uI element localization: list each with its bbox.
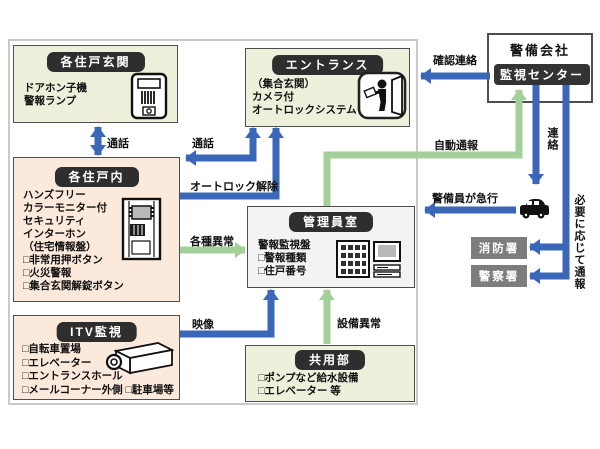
unit-entrance-box: 各住戸玄関 ドアホン子機 警報ランプ — [13, 45, 178, 123]
common-area-text: □ポンプなど給水設備 □エレベーター 等 — [258, 372, 359, 397]
common-area-title: 共用部 — [294, 350, 366, 370]
unit-interior-title: 各住戸内 — [54, 167, 139, 187]
label-guard-rush: 警備員が急行 — [432, 193, 498, 205]
common-area-box: 共用部 □ポンプなど給水設備 □エレベーター 等 — [245, 345, 415, 402]
label-contact: 連絡 — [546, 127, 558, 151]
unit-entrance-title: 各住戸玄関 — [46, 52, 145, 72]
entrance-title: エントランス — [271, 55, 384, 75]
itv-text: □自転車置場 □エレベーター □エントランスホール □メールコーナー外側 □駐車… — [22, 343, 174, 396]
label-auto-report: 自動通報 — [434, 140, 478, 152]
security-car-icon — [520, 199, 549, 219]
label-report-as-needed: 必要に応じて通報 — [573, 194, 585, 290]
doorphone-icon — [130, 72, 168, 120]
person-at-door-icon — [357, 71, 407, 120]
manager-room-title: 管理員室 — [288, 212, 374, 232]
unit-interior-text: ハンズフリー カラーモニター付 セキュリティ インターホン （住宅情報盤） □非… — [23, 189, 124, 292]
label-talk-2: 通話 — [192, 138, 214, 150]
arrow-report-police — [529, 85, 570, 284]
label-autolock-release: オートロック解除 — [190, 181, 278, 193]
label-video: 映像 — [192, 319, 214, 331]
security-company-box: 警備会社 監視センター — [487, 33, 593, 103]
intercom-panel-icon — [121, 197, 162, 261]
label-various-alarm: 各種異常 — [190, 236, 234, 248]
cctv-camera-icon — [105, 342, 174, 375]
label-talk-1: 通話 — [107, 138, 129, 150]
security-company-title: 警備会社 — [509, 43, 570, 58]
label-confirm-contact: 確認連絡 — [433, 55, 477, 67]
itv-box: ITV監視 □自転車置場 □エレベーター □エントランスホール □メールコーナー… — [13, 315, 180, 400]
entrance-text: （集合玄関） カメラ付 オートロックシステム — [252, 78, 357, 116]
unit-entrance-text: ドアホン子機 警報ランプ — [24, 82, 87, 107]
label-equipment-alarm: 設備異常 — [337, 318, 381, 330]
fire-station-box: 消防署 — [471, 237, 527, 259]
alarm-panel-monitor-icon — [336, 240, 401, 278]
police-station-box: 警察署 — [471, 265, 527, 287]
manager-room-text: 警報監視盤 □警報種類 □住戸番号 — [258, 239, 311, 277]
monitoring-center-badge: 監視センター — [494, 64, 590, 85]
itv-title: ITV監視 — [56, 322, 137, 342]
